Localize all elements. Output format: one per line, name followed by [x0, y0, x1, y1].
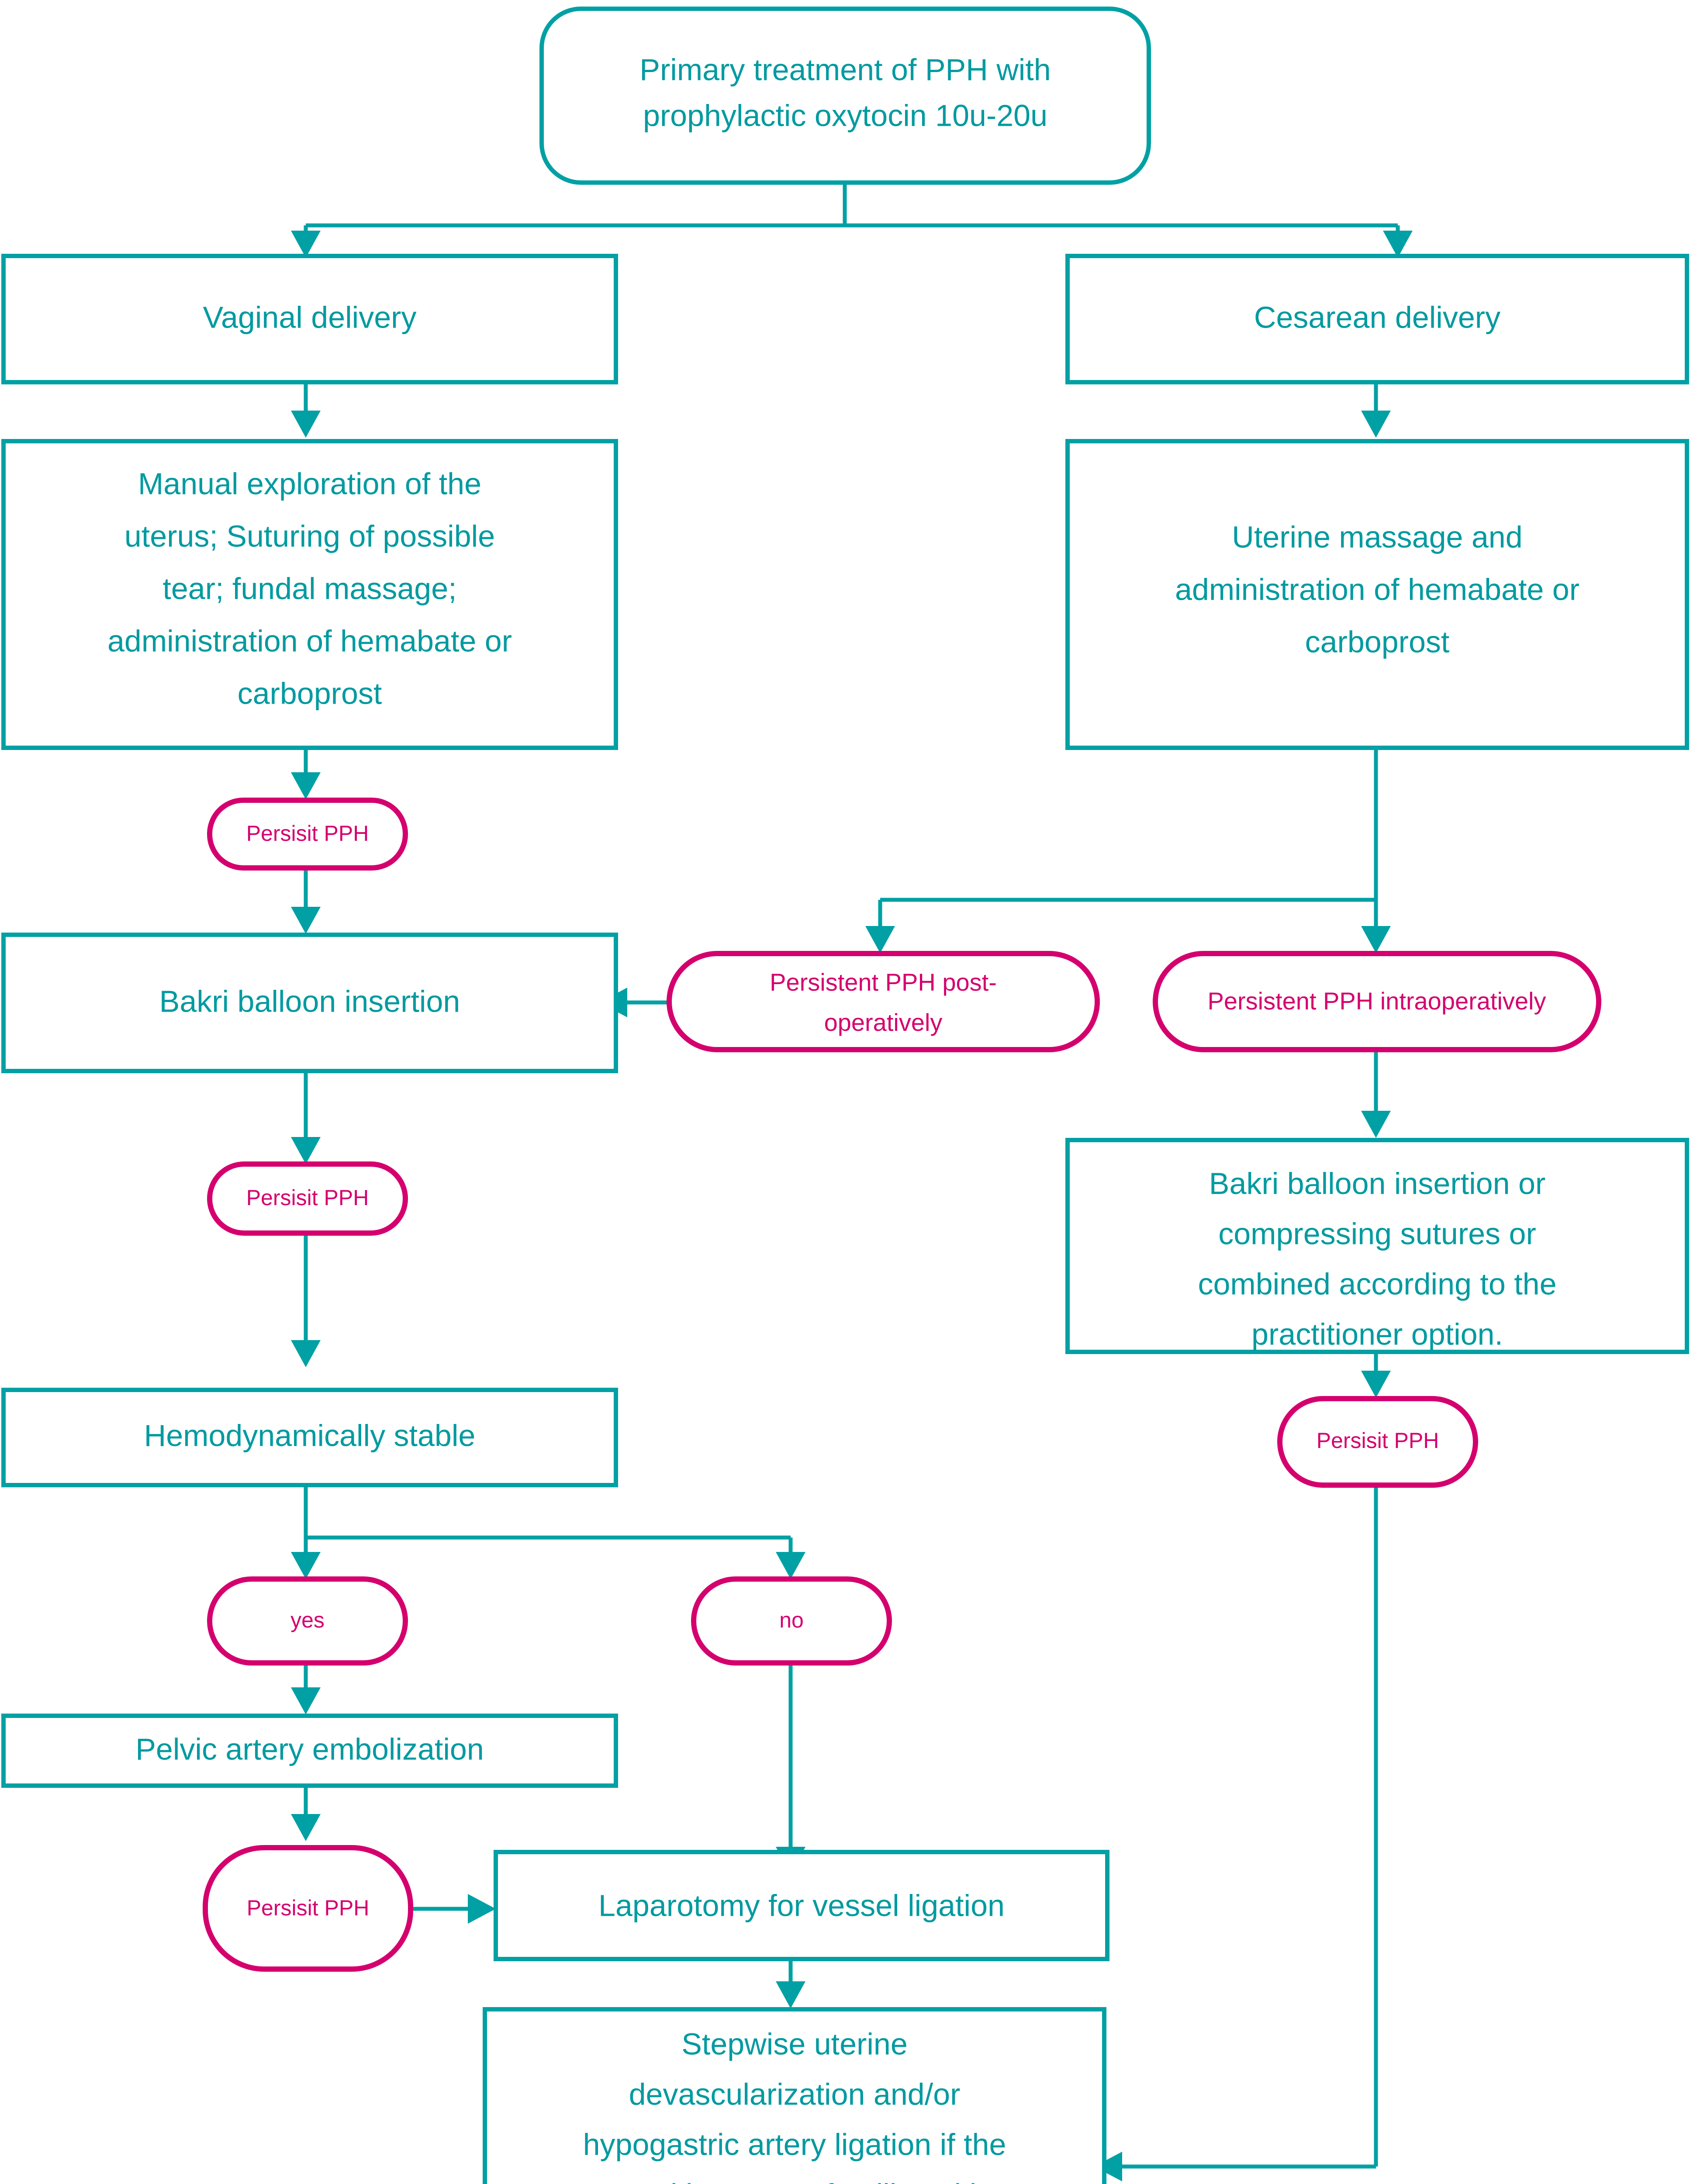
- node-persistent-pph-post-operatively-shape[interactable]: [667, 951, 1100, 1052]
- node-bakri-balloon-insertion[interactable]: Bakri balloon insertion: [1, 933, 618, 1073]
- node-start[interactable]: Primary treatment of PPH with prophylact…: [539, 7, 1151, 185]
- node-cesarean-delivery-line-0: Cesarean delivery: [1254, 300, 1500, 334]
- node-laparotomy-shape[interactable]: [494, 1850, 1109, 1961]
- node-persisit-pph-2-shape[interactable]: [207, 1161, 408, 1236]
- arrowhead-manual: [291, 411, 321, 438]
- node-manual-exploration[interactable]: Manual exploration of the uterus; Suturi…: [1, 439, 618, 750]
- arrowhead-persisit1: [291, 772, 321, 799]
- node-stepwise-line-2: hypogastric artery ligation if the: [583, 2127, 1006, 2161]
- node-bakri-or-sutures-line-2: combined according to the: [1198, 1267, 1556, 1301]
- node-persisit-pph-3-label: Persisit PPH: [247, 1896, 370, 1920]
- node-yes[interactable]: yes: [207, 1576, 408, 1666]
- arrowhead-no: [776, 1552, 805, 1579]
- arrowhead-stepwise-right: [1094, 2152, 1122, 2181]
- arrowhead-intraop: [1361, 926, 1391, 953]
- arrowhead-laparotomy-right: [468, 1894, 496, 1924]
- arrowhead-yes: [291, 1552, 321, 1579]
- node-cesarean-delivery-shape[interactable]: [1065, 254, 1689, 384]
- node-pelvic-artery-embolization-shape[interactable]: [1, 1714, 618, 1788]
- edge-uterine-split: [878, 748, 1378, 935]
- arrowhead-stepwise: [776, 1981, 805, 2008]
- node-uterine-massage-line-1: administration of hemabate or: [1175, 572, 1579, 606]
- node-pelvic-artery-embolization[interactable]: Pelvic artery embolization: [1, 1714, 618, 1788]
- arrowhead-persisit3: [291, 1814, 321, 1841]
- arrowhead-cesarean: [1383, 231, 1413, 258]
- node-stepwise[interactable]: Stepwise uterine devascularization and/o…: [483, 2007, 1106, 2184]
- node-uterine-massage-line-2: carboprost: [1305, 625, 1450, 659]
- node-bakri-or-sutures-line-1: compressing sutures or: [1218, 1216, 1536, 1251]
- node-hemodynamically-stable[interactable]: Hemodynamically stable: [1, 1388, 618, 1487]
- arrowhead-hemo: [291, 1340, 321, 1367]
- arrowhead-persisit2: [291, 1137, 321, 1164]
- node-laparotomy[interactable]: Laparotomy for vessel ligation: [494, 1850, 1109, 1961]
- node-bakri-balloon-insertion-shape[interactable]: [1, 933, 618, 1073]
- node-start-shape[interactable]: [539, 7, 1151, 185]
- edge-hemo-split: [304, 1485, 793, 1564]
- node-vaginal-delivery[interactable]: Vaginal delivery: [1, 254, 618, 384]
- node-persistent-pph-intraoperatively[interactable]: Persistent PPH intraoperatively: [1153, 951, 1601, 1052]
- node-no-label: no: [779, 1608, 804, 1632]
- node-persisit-pph-2[interactable]: Persisit PPH: [207, 1161, 408, 1236]
- node-hemodynamically-stable-shape[interactable]: [1, 1388, 618, 1487]
- node-manual-exploration-line-4: carboprost: [238, 676, 382, 710]
- node-bakri-or-sutures[interactable]: Bakri balloon insertion or compressing s…: [1065, 1138, 1689, 1354]
- arrowhead-vaginal: [291, 231, 321, 258]
- node-manual-exploration-shape[interactable]: [1, 439, 618, 750]
- node-persistent-pph-post-operatively-line-0: Persistent PPH post-: [770, 968, 997, 996]
- node-bakri-or-sutures-line-3: practitioner option.: [1251, 1317, 1503, 1351]
- node-stepwise-line-3: practitioner was familiar with: [602, 2177, 986, 2184]
- node-persisit-pph-1[interactable]: Persisit PPH: [207, 798, 408, 871]
- node-stepwise-shape[interactable]: [483, 2007, 1106, 2184]
- arrowhead-bakri: [291, 907, 321, 934]
- node-bakri-or-sutures-shape[interactable]: [1065, 1138, 1689, 1354]
- arrowhead-post-op: [865, 926, 895, 953]
- node-persisit-pph-right[interactable]: Persisit PPH: [1277, 1396, 1478, 1488]
- node-uterine-massage[interactable]: Uterine massage and administration of he…: [1065, 439, 1689, 750]
- node-persisit-pph-1-shape[interactable]: [207, 798, 408, 871]
- arrowhead-persisitright: [1361, 1371, 1391, 1398]
- node-persisit-pph-3[interactable]: Persisit PPH: [203, 1845, 413, 1972]
- node-cesarean-delivery[interactable]: Cesarean delivery: [1065, 254, 1689, 384]
- edge-persisitright-stepwise: [1118, 1485, 1378, 2169]
- arrowhead-bakrisutures: [1361, 1111, 1391, 1138]
- node-stepwise-line-0: Stepwise uterine: [681, 2027, 908, 2061]
- node-uterine-massage-shape[interactable]: [1065, 439, 1689, 750]
- node-no-shape[interactable]: [691, 1576, 892, 1666]
- node-pelvic-artery-embolization-label: Pelvic artery embolization: [135, 1732, 484, 1766]
- arrowhead-uterine: [1361, 411, 1391, 438]
- node-persistent-pph-post-operatively-line-1: operatively: [824, 1009, 943, 1036]
- edge-layer: [291, 183, 1413, 2181]
- node-start-line-0: Primary treatment of PPH with: [639, 52, 1051, 86]
- node-persisit-pph-1-label: Persisit PPH: [246, 821, 369, 846]
- node-manual-exploration-line-3: administration of hemabate or: [107, 624, 512, 658]
- node-manual-exploration-line-1: uterus; Suturing of possible: [124, 519, 495, 553]
- node-laparotomy-label: Laparotomy for vessel ligation: [598, 1888, 1005, 1922]
- node-vaginal-delivery-shape[interactable]: [1, 254, 618, 384]
- node-no[interactable]: no: [691, 1576, 892, 1666]
- node-persistent-pph-intraoperatively-shape[interactable]: [1153, 951, 1601, 1052]
- node-vaginal-delivery-line-0: Vaginal delivery: [203, 300, 417, 334]
- node-bakri-or-sutures-line-0: Bakri balloon insertion or: [1209, 1166, 1545, 1200]
- node-persisit-pph-right-shape[interactable]: [1277, 1396, 1478, 1488]
- node-persistent-pph-intraoperatively-label: Persistent PPH intraoperatively: [1207, 987, 1546, 1015]
- node-bakri-balloon-insertion-label: Bakri balloon insertion: [159, 984, 460, 1018]
- node-yes-label: yes: [290, 1608, 325, 1632]
- node-persisit-pph-right-label: Persisit PPH: [1317, 1428, 1439, 1453]
- arrowhead-pelvic: [291, 1687, 321, 1714]
- node-manual-exploration-line-2: tear; fundal massage;: [162, 571, 456, 605]
- edge-start-split: [304, 183, 1400, 238]
- node-hemodynamically-stable-label: Hemodynamically stable: [144, 1418, 476, 1452]
- node-start-line-1: prophylactic oxytocin 10u-20u: [643, 98, 1047, 132]
- node-stepwise-line-1: devascularization and/or: [629, 2077, 961, 2111]
- node-yes-shape[interactable]: [207, 1576, 408, 1666]
- node-manual-exploration-line-0: Manual exploration of the: [138, 467, 481, 501]
- node-uterine-massage-line-0: Uterine massage and: [1232, 520, 1522, 554]
- node-persistent-pph-post-operatively[interactable]: Persistent PPH post- operatively: [667, 951, 1100, 1052]
- node-persisit-pph-3-shape[interactable]: [203, 1845, 413, 1972]
- node-persisit-pph-2-label: Persisit PPH: [246, 1185, 369, 1210]
